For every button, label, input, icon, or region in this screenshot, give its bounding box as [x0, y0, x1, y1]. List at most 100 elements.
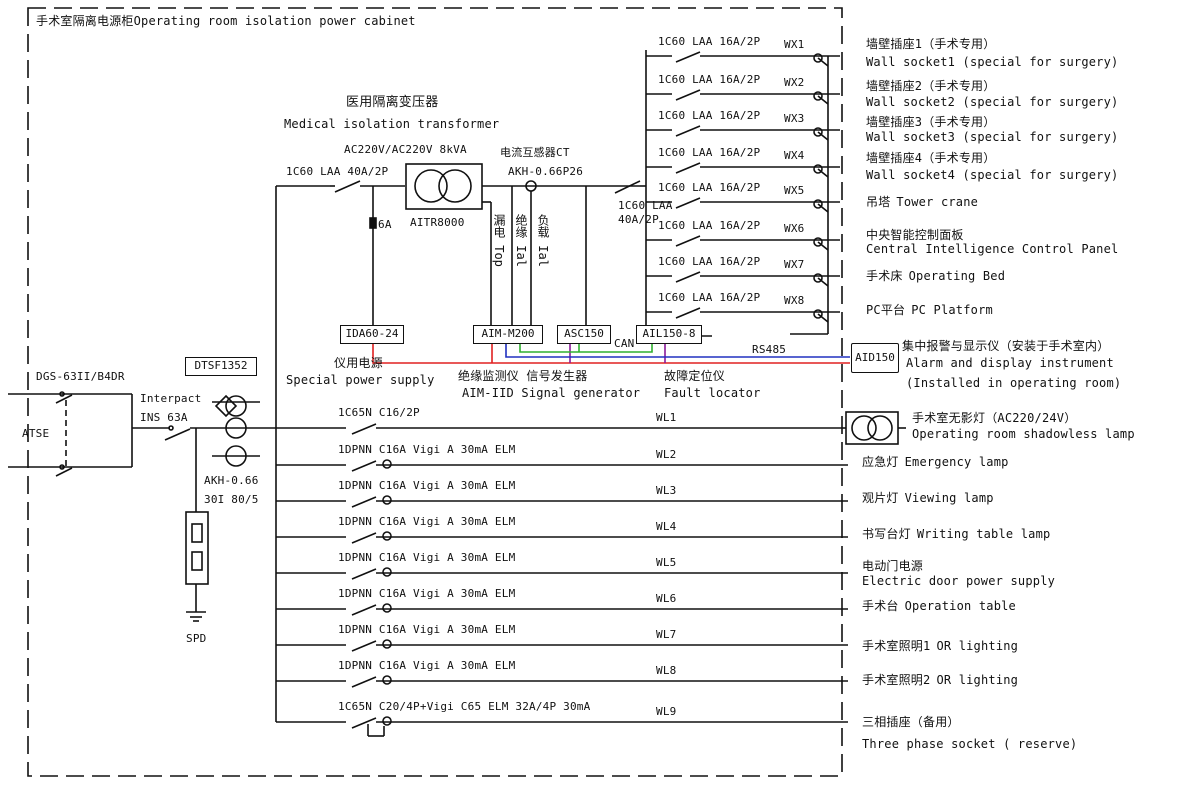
isolated-circuit-id: WX7 [784, 258, 805, 271]
ordinary-breaker-label: 1DPNN C16A Vigi A 30mA ELM [338, 515, 516, 528]
isolated-load-cn: 手术床 [866, 269, 903, 283]
asc-module: ASC150 [557, 325, 611, 344]
isolated-load-en: Wall socket2 (special for surgery) [866, 95, 1119, 109]
ordinary-breaker-label: 1C65N C20/4P+Vigi C65 ELM 32A/4P 30mA [338, 700, 591, 713]
ordinary-load: 观片灯 Viewing lamp [862, 492, 994, 505]
isolated-breaker-label: 1C60 LAA 16A/2P [658, 181, 761, 194]
vertical-label-a: 漏电 Top [492, 214, 506, 267]
cabinet-title: 手术室隔离电源柜Operating room isolation power c… [36, 14, 416, 28]
isolated-load: 吊塔 Tower crane [866, 196, 978, 209]
ordinary-breaker-label: 1DPNN C16A Vigi A 30mA ELM [338, 551, 516, 564]
isolated-load-cn: 墙壁插座3（手术专用） [866, 115, 996, 129]
ordinary-load-cn: 手术台 [862, 599, 899, 613]
interpact-label: Interpact [140, 392, 202, 405]
isolated-load: 手术床 Operating Bed [866, 270, 1005, 283]
isolated-load-en: Wall socket3 (special for surgery) [866, 130, 1119, 144]
isolated-load-en: Tower crane [896, 195, 979, 209]
ordinary-breaker-label: 1DPNN C16A Vigi A 30mA ELM [338, 659, 516, 672]
isolated-load-cn: PC平台 [866, 303, 906, 317]
incoming-ct-model: AKH-0.66 [204, 474, 259, 487]
ordinary-load-cn: 电动门电源 [862, 559, 924, 573]
isolated-load-cn: 吊塔 [866, 195, 891, 209]
ordinary-circuit-id: WL2 [656, 448, 677, 461]
ordinary-load-en: Emergency lamp [904, 455, 1009, 469]
ordinary-load-cn: 三相插座（备用） [862, 715, 960, 729]
ordinary-load-cn: 书写台灯 [862, 527, 911, 541]
isolated-circuit-id: WX5 [784, 184, 805, 197]
isolated-breaker-label: 1C60 LAA 16A/2P [658, 109, 761, 122]
isolated-breaker-label: 1C60 LAA 16A/2P [658, 255, 761, 268]
isolated-load-cn: 中央智能控制面板 [866, 228, 964, 242]
ordinary-breaker-label: 1DPNN C16A Vigi A 30mA ELM [338, 443, 516, 456]
ordinary-load: 手术台 Operation table [862, 600, 1016, 613]
transformer-input-breaker: 1C60 LAA 40A/2P [286, 165, 389, 178]
isolated-breaker-label: 1C60 LAA 16A/2P [658, 219, 761, 232]
ordinary-load-cn: 手术室照明1 [862, 639, 931, 653]
isolated-circuit-id: WX4 [784, 149, 805, 162]
isolated-breaker-label: 1C60 LAA 16A/2P [658, 35, 761, 48]
isolated-load-cn: 墙壁插座1（手术专用） [866, 37, 996, 51]
secondary-breaker: 1C60 LAA 40A/2P [618, 199, 673, 226]
interpact-rating: INS 63A [140, 411, 188, 424]
cabinet-border [27, 7, 843, 777]
fuse-rating: 6A [378, 218, 392, 231]
ct-label-cn: 电流互感器CT [500, 146, 570, 159]
ordinary-load: 应急灯 Emergency lamp [862, 456, 1009, 469]
rs485-label: RS485 [752, 343, 787, 356]
isolated-load-cn: 墙壁插座2（手术专用） [866, 79, 996, 93]
spd-label: SPD [186, 632, 207, 645]
ats-model: DGS-63II/B4DR [36, 370, 125, 383]
isolated-circuit-id: WX1 [784, 38, 805, 51]
isolated-circuit-id: WX2 [784, 76, 805, 89]
ordinary-load-en: OR lighting [936, 639, 1019, 653]
ordinary-load-cn: 观片灯 [862, 491, 899, 505]
ordinary-load-cn: 应急灯 [862, 455, 899, 469]
ordinary-circuit-id: WL3 [656, 484, 677, 497]
insulation-monitor-label-en: AIM-IID Signal generator [462, 386, 641, 400]
ordinary-load: 手术室照明2 OR lighting [862, 674, 1018, 687]
can-label: CAN [614, 337, 635, 350]
isolated-load-en: Central Intelligence Control Panel [866, 242, 1119, 256]
ct-model: AKH-0.66P26 [508, 165, 584, 178]
vertical-label-b: 绝缘 Ial [514, 214, 528, 267]
isolated-circuit-id: WX3 [784, 112, 805, 125]
insulation-monitor-module: AIM-M200 [473, 325, 543, 344]
ordinary-load-en: Electric door power supply [862, 574, 1056, 588]
fault-locator-label-en: Fault locator [664, 386, 761, 400]
transformer-rating: AC220V/AC220V 8kVA [344, 143, 467, 156]
alarm-label-en: Alarm and display instrument [906, 356, 1114, 370]
vertical-label-c: 负载 Ial [536, 214, 550, 267]
fault-locator-module: AIL150-8 [636, 325, 702, 344]
ordinary-load-en: Three phase socket ( reserve) [862, 737, 1078, 751]
isolated-load-cn: 墙壁插座4（手术专用） [866, 151, 996, 165]
meter-module: DTSF1352 [185, 357, 257, 376]
isolated-circuit-id: WX8 [784, 294, 805, 307]
isolated-load-en: Wall socket1 (special for surgery) [866, 55, 1119, 69]
isolated-circuit-id: WX6 [784, 222, 805, 235]
ordinary-circuit-id: WL4 [656, 520, 677, 533]
ordinary-load-en: Writing table lamp [916, 527, 1051, 541]
isolated-load-en: Wall socket4 (special for surgery) [866, 168, 1119, 182]
special-power-module: IDA60-24 [340, 325, 404, 344]
alarm-label-cn: 集中报警与显示仪（安装于手术室内） [902, 339, 1110, 353]
ordinary-load-en: OR lighting [936, 673, 1019, 687]
isolated-breaker-label: 1C60 LAA 16A/2P [658, 146, 761, 159]
special-power-label-cn: 仪用电源 [334, 356, 383, 370]
ordinary-circuit-id: WL7 [656, 628, 677, 641]
isolated-load-en: Operating Bed [908, 269, 1006, 283]
incoming-ct-ratio: 30I 80/5 [204, 493, 259, 506]
ordinary-load-cn: 手术室无影灯（AC220/24V） [912, 411, 1077, 425]
ordinary-load-cn: 手术室照明2 [862, 673, 931, 687]
ordinary-breaker-label: 1DPNN C16A Vigi A 30mA ELM [338, 623, 516, 636]
ats-label: ATSE [22, 427, 50, 440]
ordinary-circuit-id: WL9 [656, 705, 677, 718]
ordinary-breaker-label: 1DPNN C16A Vigi A 30mA ELM [338, 587, 516, 600]
ordinary-circuit-id: WL8 [656, 664, 677, 677]
transformer-model: AITR8000 [410, 216, 465, 229]
ordinary-breaker-label: 1C65N C16/2P [338, 406, 420, 419]
ordinary-load-en: Operation table [904, 599, 1016, 613]
fault-locator-label-cn: 故障定位仪 [664, 369, 726, 383]
ordinary-load: 书写台灯 Writing table lamp [862, 528, 1050, 541]
ordinary-load-en: Viewing lamp [904, 491, 994, 505]
